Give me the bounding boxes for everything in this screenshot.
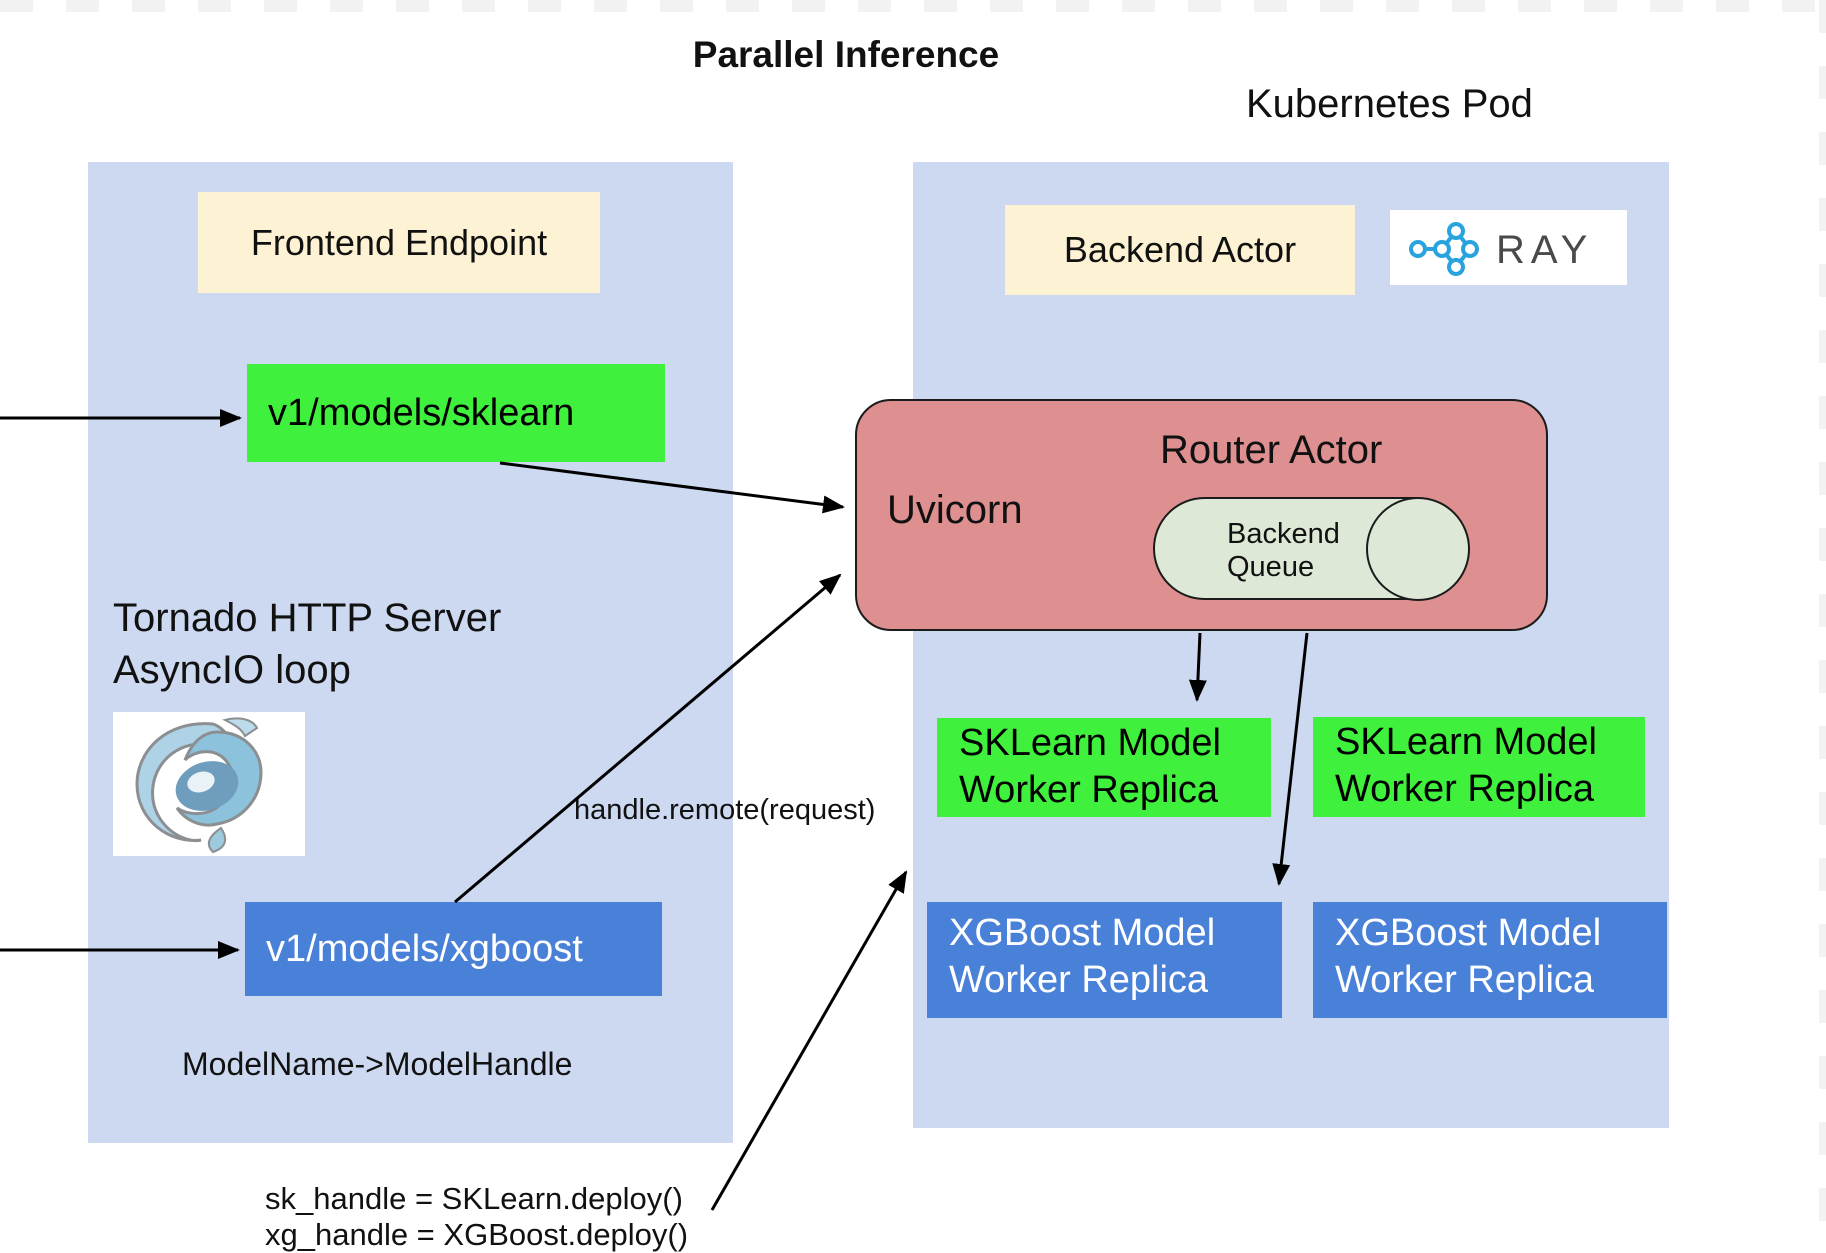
- deploy-code-line2: xg_handle = XGBoost.deploy(): [265, 1217, 689, 1252]
- backend-queue-label-line2: Queue: [1227, 551, 1315, 583]
- backend-actor-label: Backend Actor: [1063, 229, 1297, 270]
- page-title: Parallel Inference: [692, 34, 1000, 75]
- backend-queue-label-line1: Backend: [1227, 518, 1340, 550]
- handle-remote-label: handle.remote(request): [574, 794, 876, 826]
- worker-label-line2: Worker Replica: [949, 959, 1209, 1001]
- sklearn-route-box: v1/models/sklearn: [247, 364, 665, 462]
- xgboost-route-box: v1/models/xgboost: [245, 902, 662, 996]
- tornado-logo-box: [113, 712, 305, 856]
- ray-logo: RAY: [1408, 221, 1593, 276]
- frontend-endpoint-label: Frontend Endpoint: [250, 221, 548, 263]
- ray-logo-box: RAY: [1390, 210, 1627, 285]
- sklearn-worker-replica-1: SKLearn Model Worker Replica: [937, 718, 1271, 817]
- deploy-code-snippet: sk_handle = SKLearn.deploy() xg_handle =…: [265, 1181, 688, 1253]
- worker-label-line1: SKLearn Model: [1335, 721, 1597, 763]
- sklearn-route-label: v1/models/sklearn: [268, 391, 575, 434]
- tornado-caption-line1: Tornado HTTP Server: [113, 596, 502, 640]
- backend-actor-box: Backend Actor: [1005, 205, 1355, 295]
- deploy-code-line1: sk_handle = SKLearn.deploy(): [265, 1181, 683, 1216]
- transparency-checker-top: [0, 0, 1826, 12]
- tornado-caption: Tornado HTTP Server AsyncIO loop: [113, 592, 501, 696]
- router-actor-title: Router Actor: [1160, 428, 1383, 472]
- arrow-deploy-to-backend: [710, 870, 908, 1211]
- frontend-endpoint-box: Frontend Endpoint: [198, 192, 600, 293]
- transparency-checker-right: [1819, 0, 1826, 1242]
- ray-logo-text: RAY: [1496, 228, 1593, 272]
- xgboost-worker-replica-2: XGBoost Model Worker Replica: [1313, 902, 1667, 1018]
- worker-label-line2: Worker Replica: [1335, 768, 1595, 810]
- model-map-note: ModelName->ModelHandle: [182, 1046, 573, 1082]
- worker-label-line1: XGBoost Model: [949, 912, 1216, 954]
- kubernetes-pod-label: Kubernetes Pod: [1246, 82, 1533, 126]
- worker-label-line2: Worker Replica: [959, 769, 1219, 811]
- tornado-caption-line2: AsyncIO loop: [113, 648, 351, 692]
- worker-label-line1: XGBoost Model: [1335, 912, 1602, 954]
- backend-queue-label: Backend Queue: [1227, 518, 1340, 584]
- backend-queue-circle: [1366, 497, 1470, 601]
- uvicorn-label: Uvicorn: [887, 488, 1023, 532]
- xgboost-worker-replica-1: XGBoost Model Worker Replica: [927, 902, 1282, 1018]
- tornado-logo: [135, 717, 263, 854]
- worker-label-line2: Worker Replica: [1335, 959, 1595, 1001]
- xgboost-route-label: v1/models/xgboost: [266, 927, 583, 970]
- worker-label-line1: SKLearn Model: [959, 722, 1221, 764]
- sklearn-worker-replica-2: SKLearn Model Worker Replica: [1313, 717, 1645, 817]
